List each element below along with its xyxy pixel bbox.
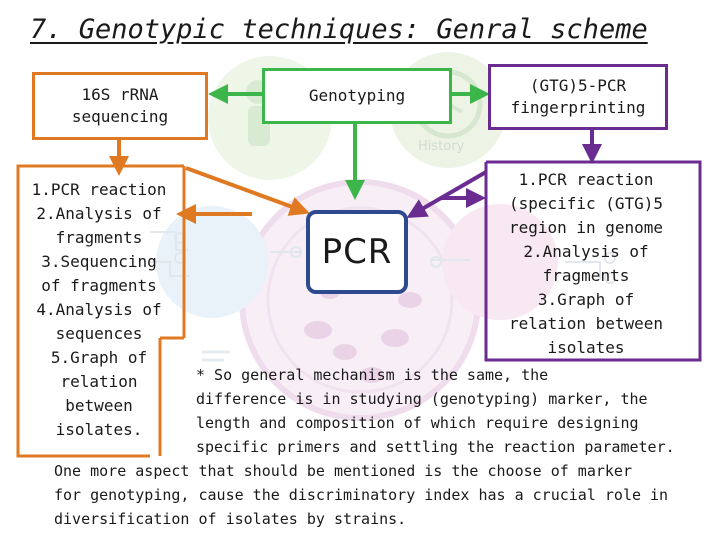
sequencing-steps: 1.PCR reaction 2.Analysis of fragments 3…: [31, 180, 167, 439]
arrow-steps-to-pcr: [185, 166, 310, 216]
fingerprinting-steps: 1.PCR reaction (specific (GTG)5 region i…: [508, 170, 664, 357]
genotyping-label: Genotyping: [308, 86, 406, 105]
left-steps-outline: [16, 164, 184, 458]
pcr-label: PCR: [321, 232, 393, 272]
fingerprinting-label: (GTG)5-PCR fingerprinting: [510, 76, 646, 117]
right-steps-outline: [484, 160, 702, 362]
sequencing-box: 16S rRNA sequencing: [32, 72, 208, 140]
decor-molecule-circle: [442, 204, 558, 320]
sequencing-label: 16S rRNA sequencing: [71, 85, 169, 126]
genotyping-box: Genotyping: [262, 68, 452, 124]
arrow-right-steps-to-pcr: [406, 170, 488, 219]
pcr-box: PCR: [306, 210, 408, 294]
marker-note: One more aspect that should be mentioned…: [54, 462, 669, 528]
mechanism-note: * So general mechanism is the same, the …: [196, 366, 675, 456]
decor-history-label: History: [418, 139, 465, 154]
slide-title: 7. Genotypic techniques: Genral scheme: [30, 14, 648, 45]
fingerprinting-box: (GTG)5-PCR fingerprinting: [488, 64, 668, 130]
